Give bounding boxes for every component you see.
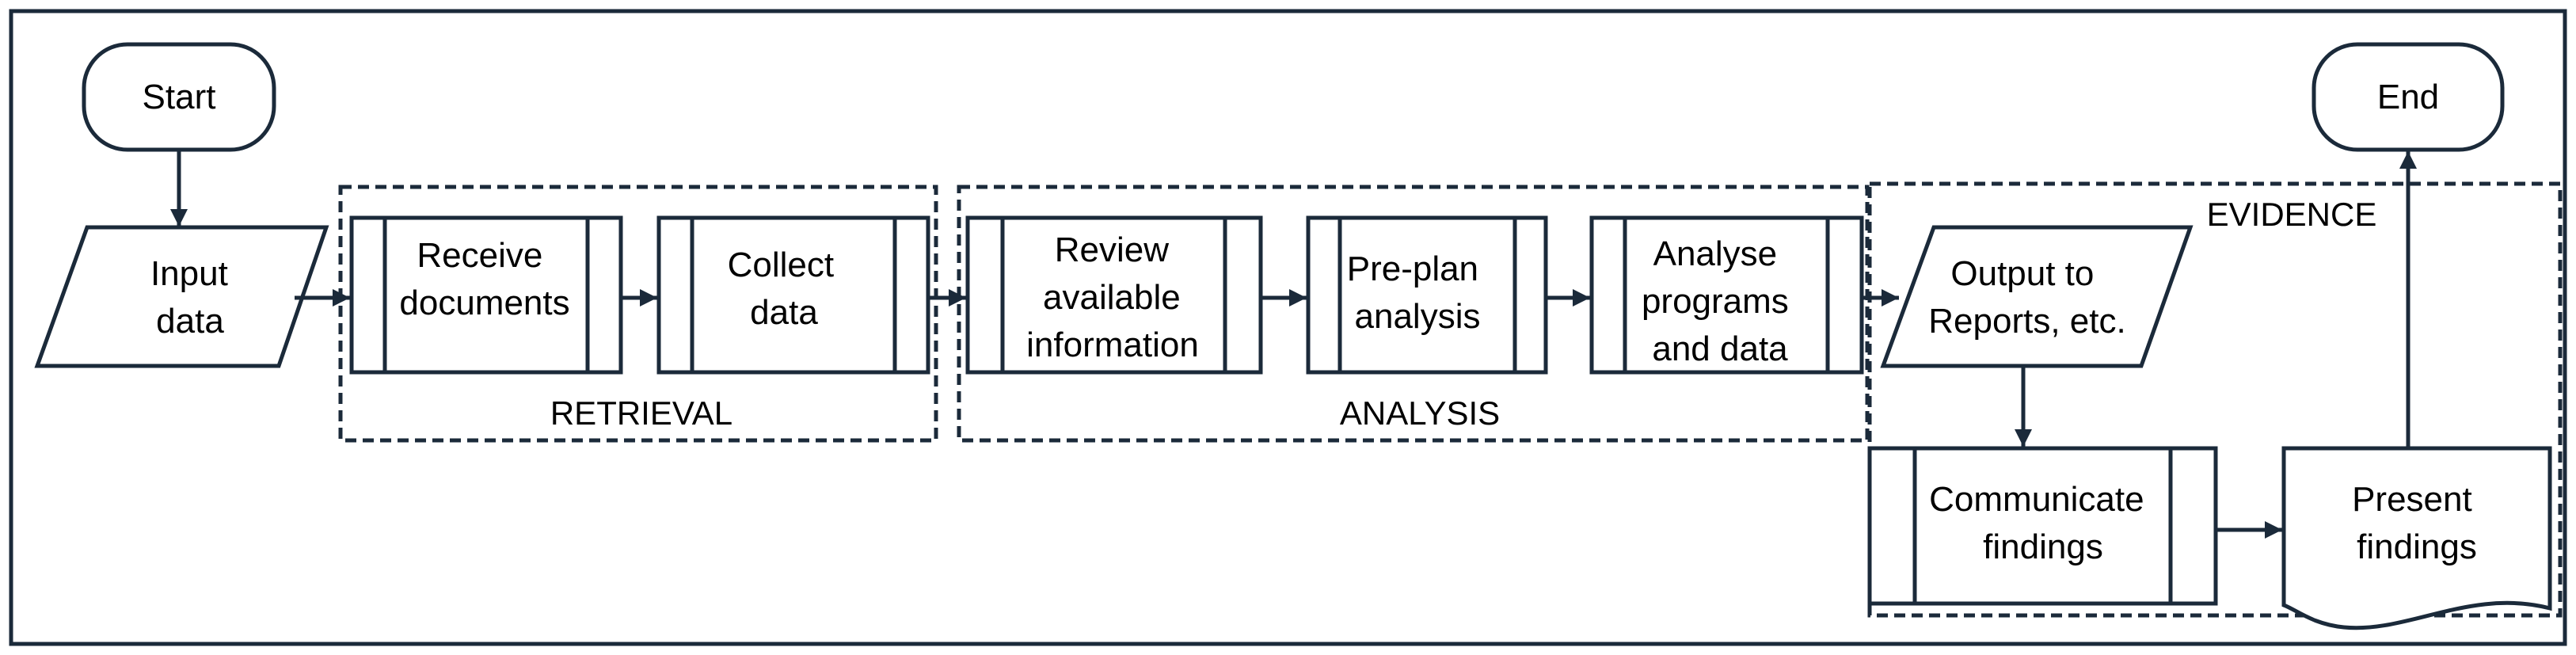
analyse-programs-node: Analyse programs and data <box>1589 215 1864 375</box>
receive-documents-shape <box>349 215 623 375</box>
review-information-shape <box>965 215 1263 375</box>
analyse-programs-label: Analyse programs and data <box>1642 234 1798 368</box>
pre-plan-analysis-node: Pre-plan analysis <box>1306 215 1548 375</box>
input-data-shape <box>34 225 329 368</box>
receive-documents-line-1: Receive <box>417 236 542 275</box>
review-information-line-3: information <box>1026 326 1199 364</box>
present-findings-label: Present findings <box>2352 480 2482 566</box>
communicate-findings-line-2: findings <box>1983 527 2103 566</box>
pre-plan-analysis-line-1: Pre-plan <box>1347 249 1478 288</box>
receive-documents-node: Receive documents <box>349 215 623 375</box>
communicate-findings-label: Communicate findings <box>1929 480 2154 566</box>
group-evidence-box <box>1867 181 2563 618</box>
receive-documents-label: Receive documents <box>399 236 569 322</box>
output-reports-shape <box>1880 225 2194 368</box>
receive-documents-line-2: documents <box>399 284 569 322</box>
input-data-line-1: Input <box>150 254 228 293</box>
output-reports-node: Output to Reports, etc. <box>1880 225 2194 368</box>
output-reports-label: Output to Reports, etc. <box>1928 254 2125 341</box>
group-retrieval-box <box>338 185 938 443</box>
start-terminator: Start <box>82 42 276 152</box>
present-findings-line-1: Present <box>2352 480 2472 519</box>
pre-plan-analysis-shape <box>1306 215 1548 375</box>
group-evidence: EVIDENCE <box>1867 181 2563 618</box>
group-retrieval: RETRIEVAL <box>338 185 938 443</box>
communicate-findings-node: Communicate findings <box>1867 446 2218 606</box>
end-terminator: End <box>2312 42 2505 152</box>
pre-plan-analysis-label: Pre-plan analysis <box>1347 249 1489 336</box>
output-reports-line-2: Reports, etc. <box>1928 302 2125 341</box>
communicate-findings-line-1: Communicate <box>1929 480 2144 519</box>
pre-plan-analysis-line-2: analysis <box>1355 297 1481 336</box>
communicate-findings-shape <box>1867 446 2218 606</box>
collect-data-label: Collect data <box>728 246 844 332</box>
input-data-node: Input data <box>34 225 329 368</box>
group-analysis: ANALYSIS <box>957 185 1870 443</box>
analyse-programs-line-1: Analyse <box>1653 234 1778 273</box>
group-analysis-label: ANALYSIS <box>1340 394 1500 432</box>
analyse-programs-line-3: and data <box>1652 329 1788 368</box>
group-analysis-box <box>957 185 1870 443</box>
end-label: End <box>2377 78 2439 116</box>
input-data-label: Input data <box>150 254 238 341</box>
connectors <box>170 150 2417 539</box>
output-reports-line-1: Output to <box>1950 254 2094 293</box>
analyse-programs-shape <box>1589 215 1864 375</box>
present-findings-line-2: findings <box>2357 527 2477 566</box>
start-label: Start <box>143 78 216 116</box>
outer-frame <box>9 9 2567 646</box>
present-findings-node: Present findings <box>2281 446 2552 630</box>
review-information-label: Review available information <box>1026 230 1199 364</box>
analyse-programs-line-2: programs <box>1642 282 1789 321</box>
collect-data-shape <box>656 215 930 375</box>
collect-data-node: Collect data <box>656 215 930 375</box>
review-information-node: Review available information <box>965 215 1263 375</box>
group-retrieval-label: RETRIEVAL <box>550 394 732 432</box>
end-shape <box>2312 42 2505 152</box>
group-evidence-label: EVIDENCE <box>2207 196 2377 233</box>
input-data-line-2: data <box>156 302 224 341</box>
present-findings-shape <box>2281 446 2552 630</box>
review-information-line-2: available <box>1043 278 1181 317</box>
review-information-line-1: Review <box>1055 230 1169 269</box>
collect-data-line-2: data <box>750 293 818 332</box>
collect-data-line-1: Collect <box>728 246 835 284</box>
